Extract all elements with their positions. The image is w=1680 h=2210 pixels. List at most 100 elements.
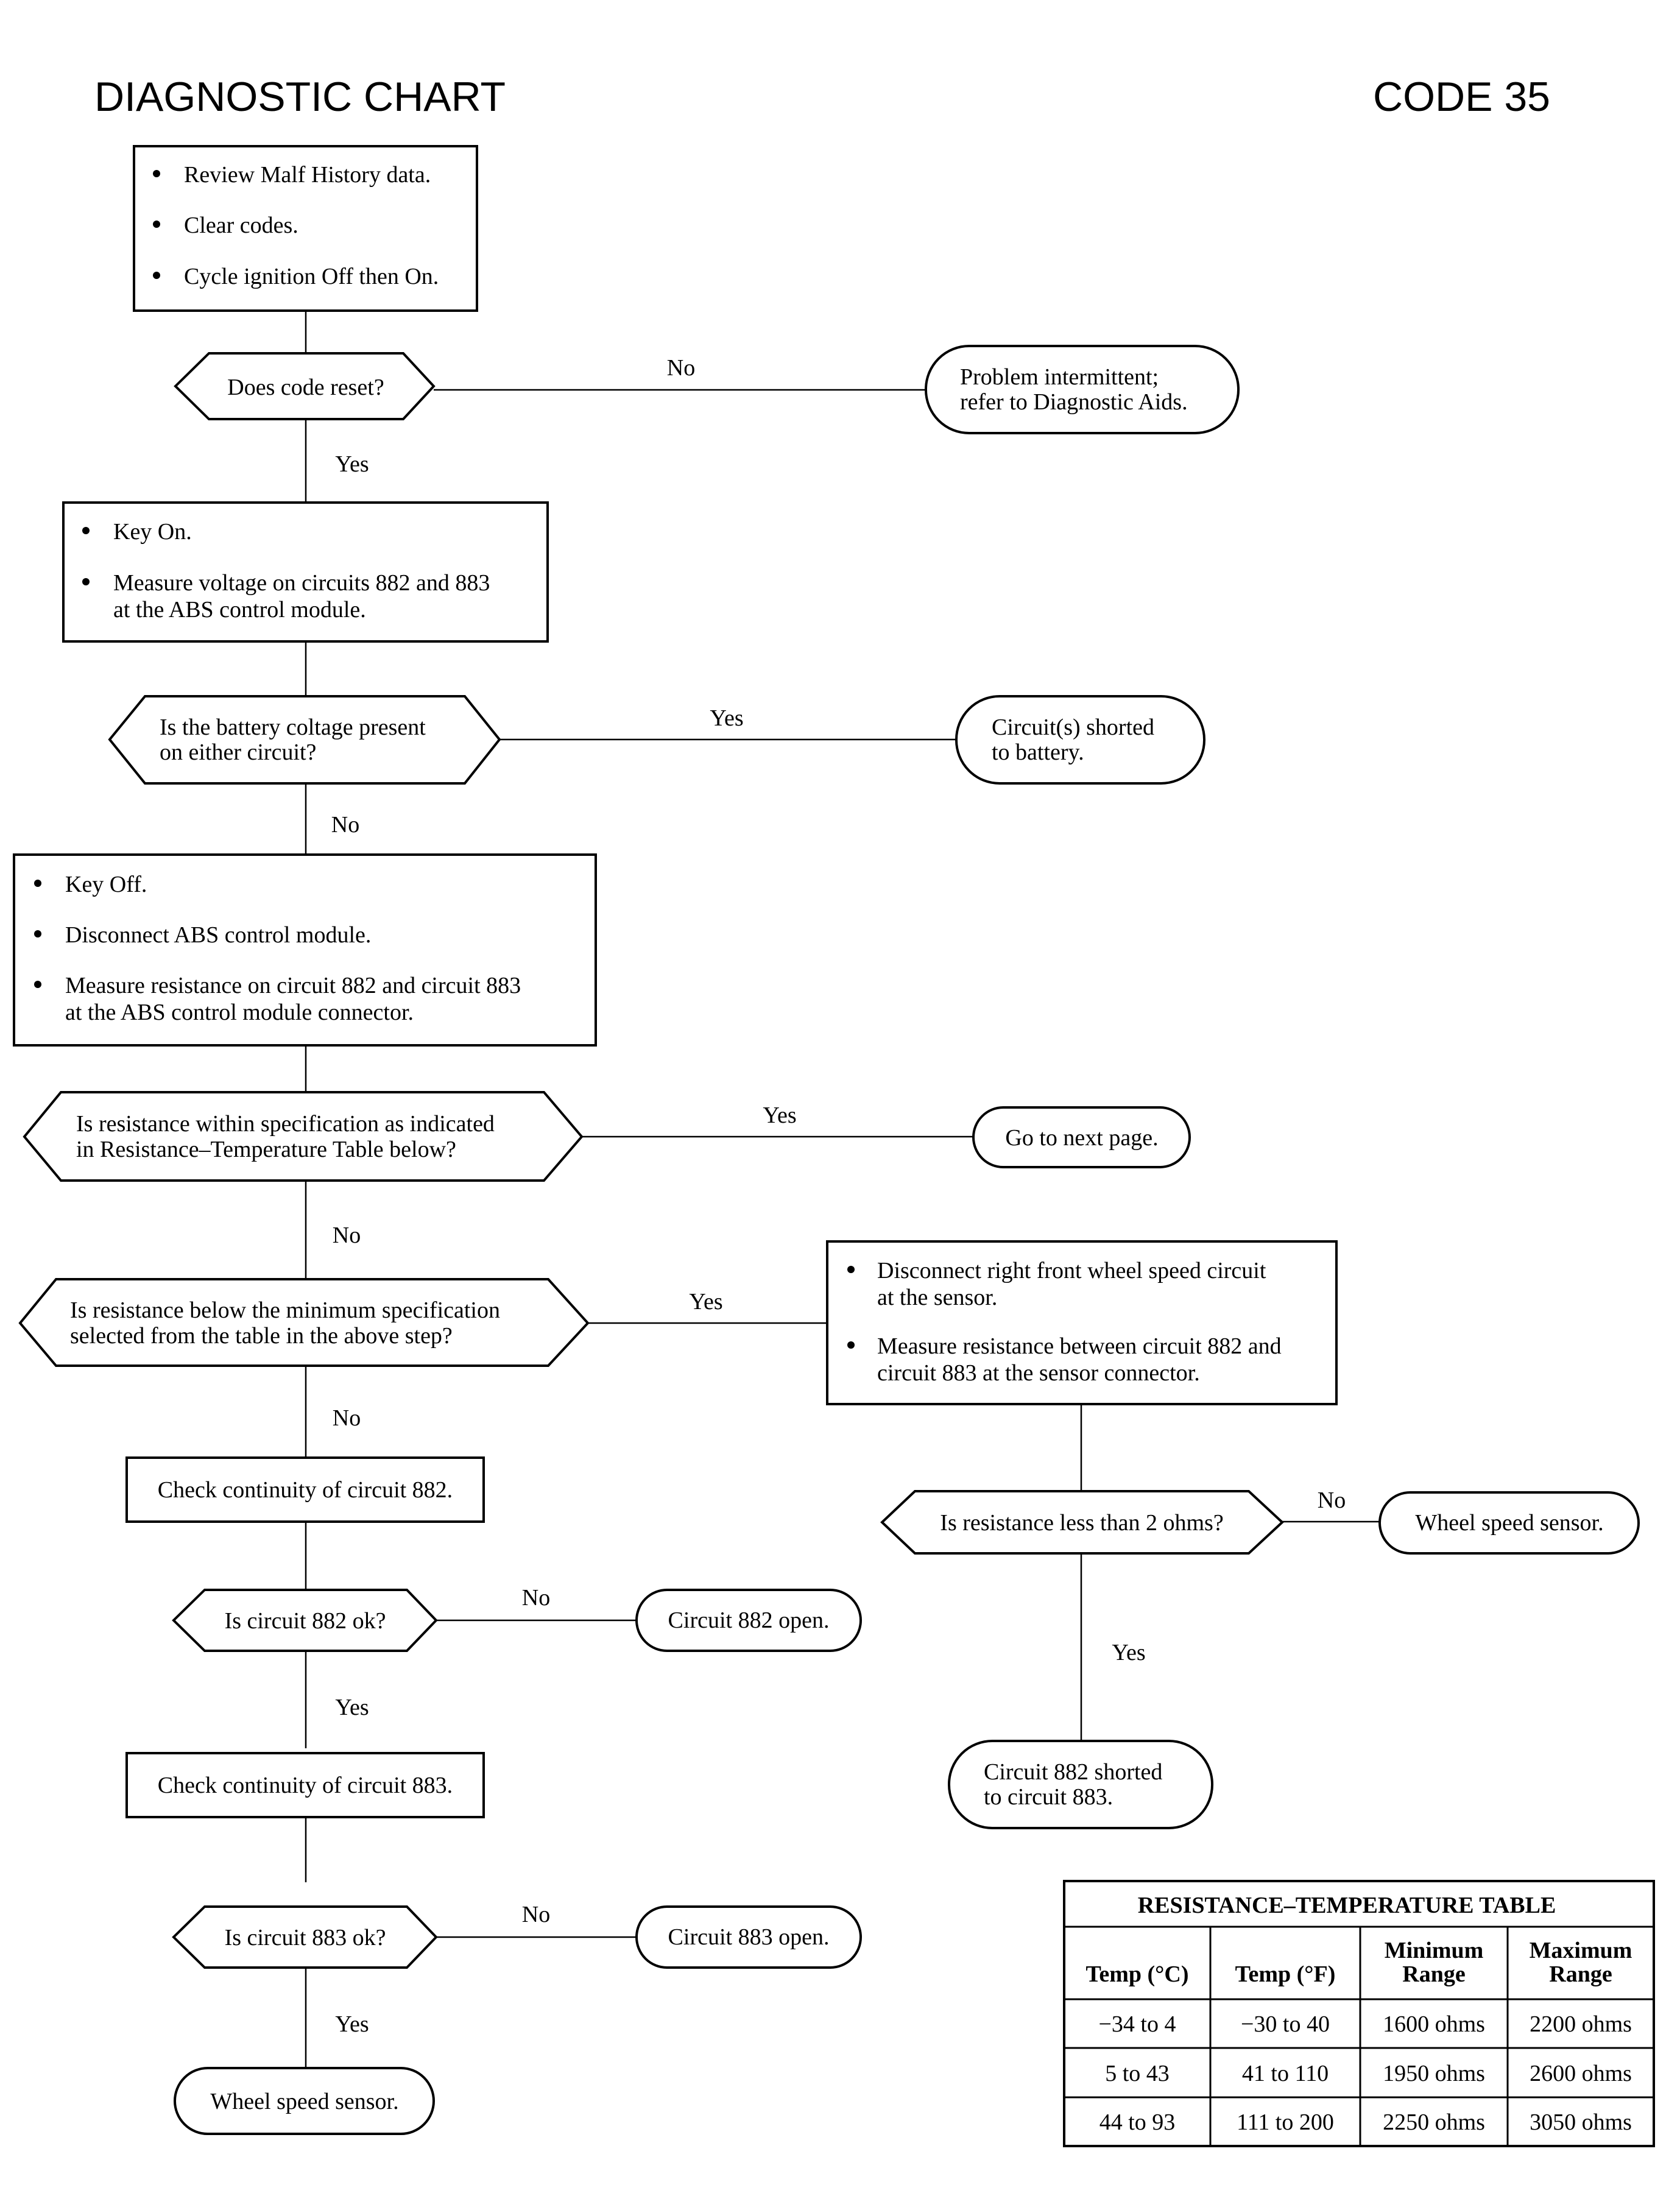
key-on-step-1: Key On. — [113, 519, 192, 545]
terminal-circuit-883-open: Circuit 883 open. — [635, 1905, 862, 1969]
decision-resistance-spec-line-1: Is resistance within specification as in… — [76, 1111, 495, 1137]
decision-resistance-below: Is resistance below the minimum specific… — [18, 1278, 590, 1367]
terminal-wheel-sensor-right: Wheel speed sensor. — [1378, 1491, 1640, 1555]
label-yes: Yes — [335, 2011, 369, 2037]
bullet-icon — [34, 930, 41, 937]
label-no: No — [522, 1585, 550, 1611]
resistance-temperature-table: RESISTANCE–TEMPERATURE TABLE Temp (°C) T… — [1063, 1880, 1655, 2147]
table-header-min-line-1: Minimum — [1385, 1938, 1484, 1963]
table-cell: 2600 ohms — [1530, 2061, 1632, 2086]
decision-resistance-spec: Is resistance within specification as in… — [23, 1091, 584, 1182]
decision-code-reset-text: Does code reset? — [227, 375, 384, 400]
disconnect-step-1-line-2: at the sensor. — [877, 1285, 997, 1310]
bullet-icon — [153, 221, 160, 228]
decision-circuit-883-text: Is circuit 883 ok? — [225, 1925, 386, 1951]
terminal-intermittent-line-1: Problem intermittent; — [960, 364, 1159, 390]
label-yes: Yes — [710, 705, 743, 731]
table-header-min-line-2: Range — [1402, 1961, 1465, 1987]
label-no: No — [1318, 1488, 1346, 1513]
bullet-icon — [153, 272, 160, 279]
label-no: No — [333, 1405, 361, 1431]
key-off-step-1: Key Off. — [65, 872, 147, 897]
terminal-shorted-to-battery: Circuit(s) shorted to battery. — [955, 695, 1205, 785]
decision-less-2-ohms: Is resistance less than 2 ohms? — [880, 1490, 1284, 1555]
table-header-temp-f: Temp (°F) — [1235, 1961, 1336, 1987]
label-yes: Yes — [335, 1695, 369, 1720]
disconnect-step-2-line-2: circuit 883 at the sensor connector. — [877, 1360, 1200, 1386]
bullet-icon — [34, 880, 41, 887]
terminal-next-page-text: Go to next page. — [1005, 1125, 1158, 1151]
table-header-max-line-1: Maximum — [1530, 1938, 1632, 1963]
check-882-text: Check continuity of circuit 882. — [158, 1477, 453, 1503]
bullet-icon — [153, 170, 160, 177]
review-step-2: Clear codes. — [184, 213, 298, 238]
key-on-box: Key On. Measure voltage on circuits 882 … — [62, 501, 549, 643]
decision-code-reset: Does code reset? — [174, 352, 436, 420]
terminal-circuit-883-open-text: Circuit 883 open. — [668, 1924, 830, 1950]
label-no: No — [522, 1902, 550, 1927]
terminal-circuit-882-open: Circuit 882 open. — [635, 1589, 862, 1652]
page-title: DIAGNOSTIC CHART — [94, 74, 506, 120]
label-yes: Yes — [1112, 1640, 1145, 1665]
terminal-circuit-882-open-text: Circuit 882 open. — [668, 1608, 830, 1633]
disconnect-step-1-line-1: Disconnect right front wheel speed circu… — [877, 1258, 1266, 1283]
table-cell: 1950 ohms — [1383, 2061, 1485, 2086]
terminal-next-page: Go to next page. — [972, 1106, 1191, 1168]
terminal-882-shorted-line-1: Circuit 882 shorted — [984, 1759, 1162, 1785]
table-header-temp-c: Temp (°C) — [1086, 1961, 1189, 1987]
key-on-step-2-line-2: at the ABS control module. — [113, 597, 366, 623]
decision-less-2-ohms-text: Is resistance less than 2 ohms? — [940, 1510, 1223, 1536]
table-cell: 44 to 93 — [1099, 2109, 1176, 2135]
terminal-problem-intermittent: Problem intermittent; refer to Diagnosti… — [925, 345, 1240, 434]
disconnect-box: Disconnect right front wheel speed circu… — [826, 1240, 1338, 1405]
table-cell: 1600 ohms — [1383, 2011, 1485, 2037]
review-step-3: Cycle ignition Off then On. — [184, 264, 439, 289]
terminal-circuit-882-shorted: Circuit 882 shorted to circuit 883. — [948, 1740, 1213, 1829]
bullet-icon — [82, 578, 90, 585]
key-off-step-3-line-2: at the ABS control module connector. — [65, 1000, 414, 1025]
terminal-882-shorted-line-2: to circuit 883. — [984, 1784, 1113, 1810]
bullet-icon — [847, 1341, 855, 1349]
bullet-icon — [847, 1266, 855, 1273]
terminal-wheel-sensor-bottom: Wheel speed sensor. — [174, 2067, 435, 2135]
decision-circuit-882-ok: Is circuit 882 ok? — [172, 1589, 438, 1652]
table-cell: 41 to 110 — [1242, 2061, 1329, 2086]
code-number: CODE 35 — [1373, 74, 1550, 120]
key-on-step-2-line-1: Measure voltage on circuits 882 and 883 — [113, 570, 490, 596]
disconnect-step-2-line-1: Measure resistance between circuit 882 a… — [877, 1333, 1282, 1359]
decision-battery-voltage: Is the battery coltage present on either… — [108, 695, 501, 785]
terminal-wheel-sensor-bottom-text: Wheel speed sensor. — [210, 2089, 398, 2114]
branch-labels: No Yes Yes No Yes No Yes No No No Yes Ye… — [331, 355, 1346, 2037]
table-cell: 3050 ohms — [1530, 2109, 1632, 2135]
table-header-max-line-2: Range — [1549, 1961, 1612, 1987]
table-title: RESISTANCE–TEMPERATURE TABLE — [1138, 1893, 1556, 1918]
check-883-text: Check continuity of circuit 883. — [158, 1773, 453, 1798]
check-882-box: Check continuity of circuit 882. — [125, 1456, 485, 1523]
decision-battery-line-1: Is the battery coltage present — [160, 715, 426, 740]
decision-resistance-below-line-2: selected from the table in the above ste… — [70, 1323, 453, 1349]
key-off-step-3-line-1: Measure resistance on circuit 882 and ci… — [65, 973, 521, 998]
table-cell: 2250 ohms — [1383, 2109, 1485, 2135]
label-no: No — [667, 355, 695, 381]
decision-circuit-883-ok: Is circuit 883 ok? — [172, 1905, 438, 1969]
terminal-wheel-sensor-right-text: Wheel speed sensor. — [1415, 1510, 1603, 1536]
table-cell: 5 to 43 — [1105, 2061, 1170, 2086]
label-yes: Yes — [763, 1103, 796, 1128]
table-cell: 2200 ohms — [1530, 2011, 1632, 2037]
decision-battery-line-2: on either circuit? — [160, 740, 316, 765]
terminal-shorted-battery-line-1: Circuit(s) shorted — [992, 715, 1154, 740]
terminal-shorted-battery-line-2: to battery. — [992, 740, 1084, 765]
check-883-box: Check continuity of circuit 883. — [125, 1752, 485, 1818]
label-no: No — [333, 1223, 361, 1248]
table-cell: −34 to 4 — [1099, 2011, 1176, 2037]
table-cell: 111 to 200 — [1237, 2109, 1334, 2135]
key-off-step-2: Disconnect ABS control module. — [65, 922, 371, 948]
decision-resistance-below-line-1: Is resistance below the minimum specific… — [70, 1297, 500, 1323]
label-no: No — [331, 812, 359, 838]
terminal-intermittent-line-2: refer to Diagnostic Aids. — [960, 389, 1188, 415]
table-cell: −30 to 40 — [1241, 2011, 1330, 2037]
decision-circuit-882-text: Is circuit 882 ok? — [225, 1608, 386, 1634]
bullet-icon — [34, 981, 41, 988]
decision-resistance-spec-line-2: in Resistance–Temperature Table below? — [76, 1137, 456, 1162]
